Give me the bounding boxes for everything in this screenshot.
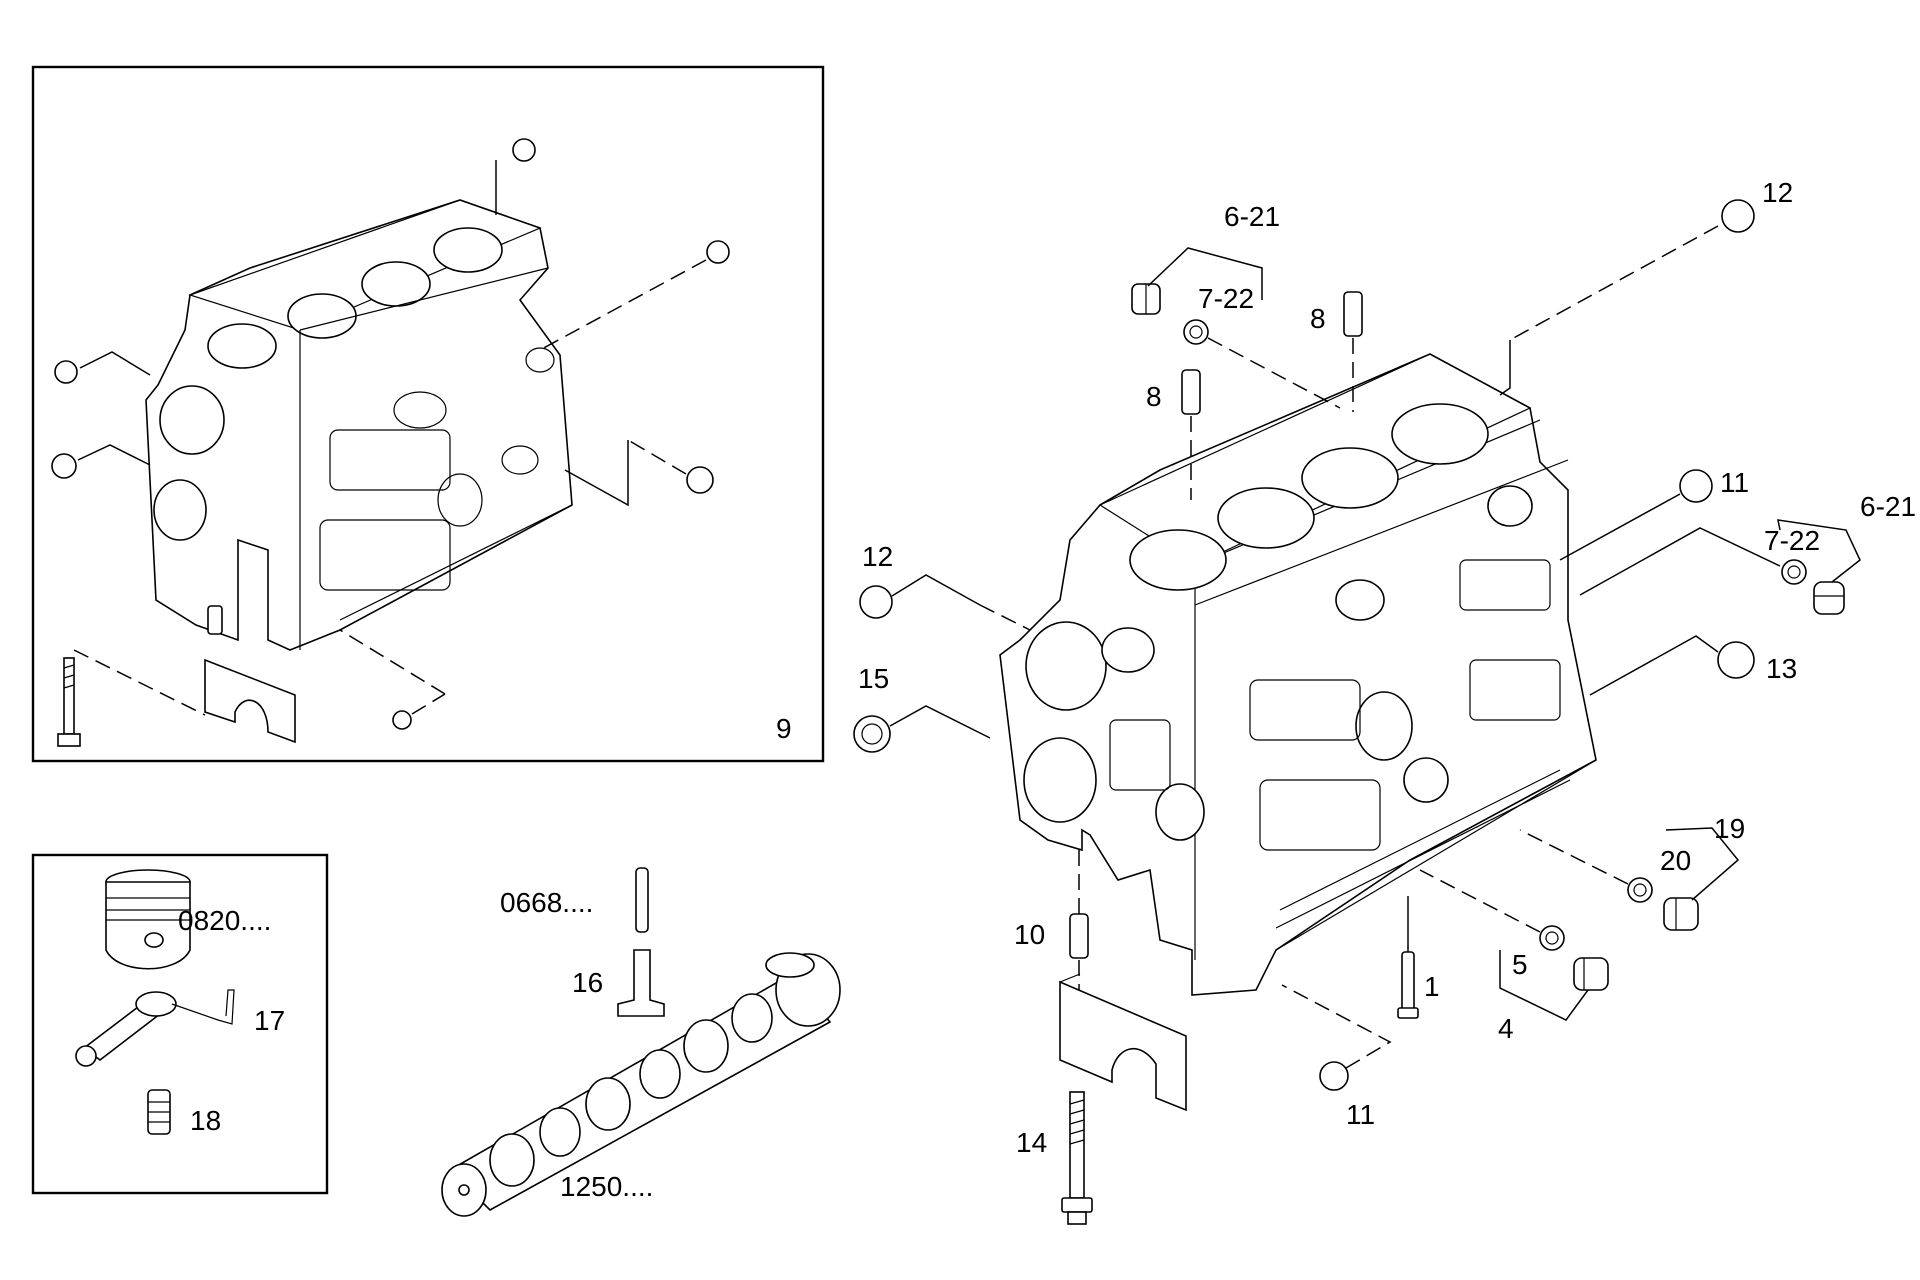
inset-frame-1 xyxy=(31,65,825,763)
label-12-left: 12 xyxy=(862,541,893,572)
oil-jet-nozzle xyxy=(75,989,235,1067)
small-plug-left-2 xyxy=(51,444,151,479)
small-plug-right-top xyxy=(539,240,730,351)
bore-4 xyxy=(1391,403,1489,465)
label-14: 14 xyxy=(1016,1127,1047,1158)
label-1: 1 xyxy=(1424,971,1440,1002)
label-20: 20 xyxy=(1660,845,1691,876)
washer-20: 20 xyxy=(1519,829,1691,903)
small-engine-block xyxy=(145,199,573,651)
label-8-right: 8 xyxy=(1310,303,1326,334)
label-7-22-right: 7-22 xyxy=(1764,525,1820,556)
small-bolt xyxy=(57,649,206,747)
plug-11-bottom: 11 xyxy=(1281,984,1392,1130)
bore-3 xyxy=(1301,447,1399,509)
plug-11-right: 11 xyxy=(1559,467,1749,561)
label-13: 13 xyxy=(1766,653,1797,684)
label-16: 16 xyxy=(572,967,603,998)
main-bearing-cap xyxy=(1059,973,1187,1112)
plug-19: 19 xyxy=(1663,813,1745,931)
washer-7-22-right: 7-22 xyxy=(1579,525,1820,596)
label-11-right: 11 xyxy=(1720,467,1749,498)
bore-1 xyxy=(1129,529,1227,591)
label-0668: 0668.... xyxy=(500,887,593,918)
small-plug-bottom xyxy=(339,629,446,730)
tappet-group: 0668.... 16 xyxy=(500,867,665,1017)
label-5: 5 xyxy=(1512,949,1528,980)
plug-15: 15 xyxy=(853,663,991,753)
inset-piston-group: 0820.... 17 18 xyxy=(31,853,329,1195)
small-plug-top xyxy=(495,138,536,215)
bore-2 xyxy=(1217,487,1315,549)
plug-6-21-top: 6-21 xyxy=(1131,201,1280,315)
dowel-10: 10 xyxy=(1014,850,1089,990)
tappet xyxy=(617,949,665,1017)
label-6-21-top: 6-21 xyxy=(1224,201,1280,232)
label-11-bottom: 11 xyxy=(1346,1099,1375,1130)
label-7-22-top: 7-22 xyxy=(1198,283,1254,314)
label-10: 10 xyxy=(1014,919,1045,950)
plug-12-top: 12 xyxy=(1499,177,1793,396)
label-6-21-right: 6-21 xyxy=(1860,491,1916,522)
piston xyxy=(105,869,191,970)
inset-frame-2 xyxy=(31,853,329,1195)
label-17: 17 xyxy=(254,1005,285,1036)
label-15: 15 xyxy=(858,663,889,694)
dowel-8-left: 8 xyxy=(1146,369,1201,500)
small-plug-left-1 xyxy=(54,351,151,384)
inset-assembled-block: 9 xyxy=(31,65,825,763)
small-bearing-cap xyxy=(204,658,296,744)
label-1250: 1250.... xyxy=(560,1171,653,1202)
label-9: 9 xyxy=(776,713,792,744)
label-12-top: 12 xyxy=(1762,177,1793,208)
washer-7-22-top: 7-22 xyxy=(1183,283,1341,409)
plug-6-21-right: 6-21 xyxy=(1777,491,1916,615)
plug-4: 4 xyxy=(1498,950,1609,1044)
washer-5: 5 xyxy=(1419,869,1565,980)
label-8-left: 8 xyxy=(1146,381,1162,412)
camshaft: 1250.... xyxy=(441,952,841,1217)
label-18: 18 xyxy=(190,1105,221,1136)
threaded-plug-18 xyxy=(147,1089,171,1135)
label-0820: 0820.... xyxy=(178,905,271,936)
plug-13: 13 xyxy=(1589,635,1797,696)
bolt-14: 14 xyxy=(1016,1091,1093,1225)
plug-12-left: 12 xyxy=(859,541,1031,631)
label-4: 4 xyxy=(1498,1013,1514,1044)
dowel-8-right: 8 xyxy=(1310,291,1363,412)
stud-1: 1 xyxy=(1397,896,1440,1019)
label-19: 19 xyxy=(1714,813,1745,844)
push-rod xyxy=(635,867,649,933)
main-engine-block xyxy=(999,353,1597,996)
small-plug-right-mid xyxy=(564,439,714,507)
small-dowel xyxy=(207,605,223,635)
